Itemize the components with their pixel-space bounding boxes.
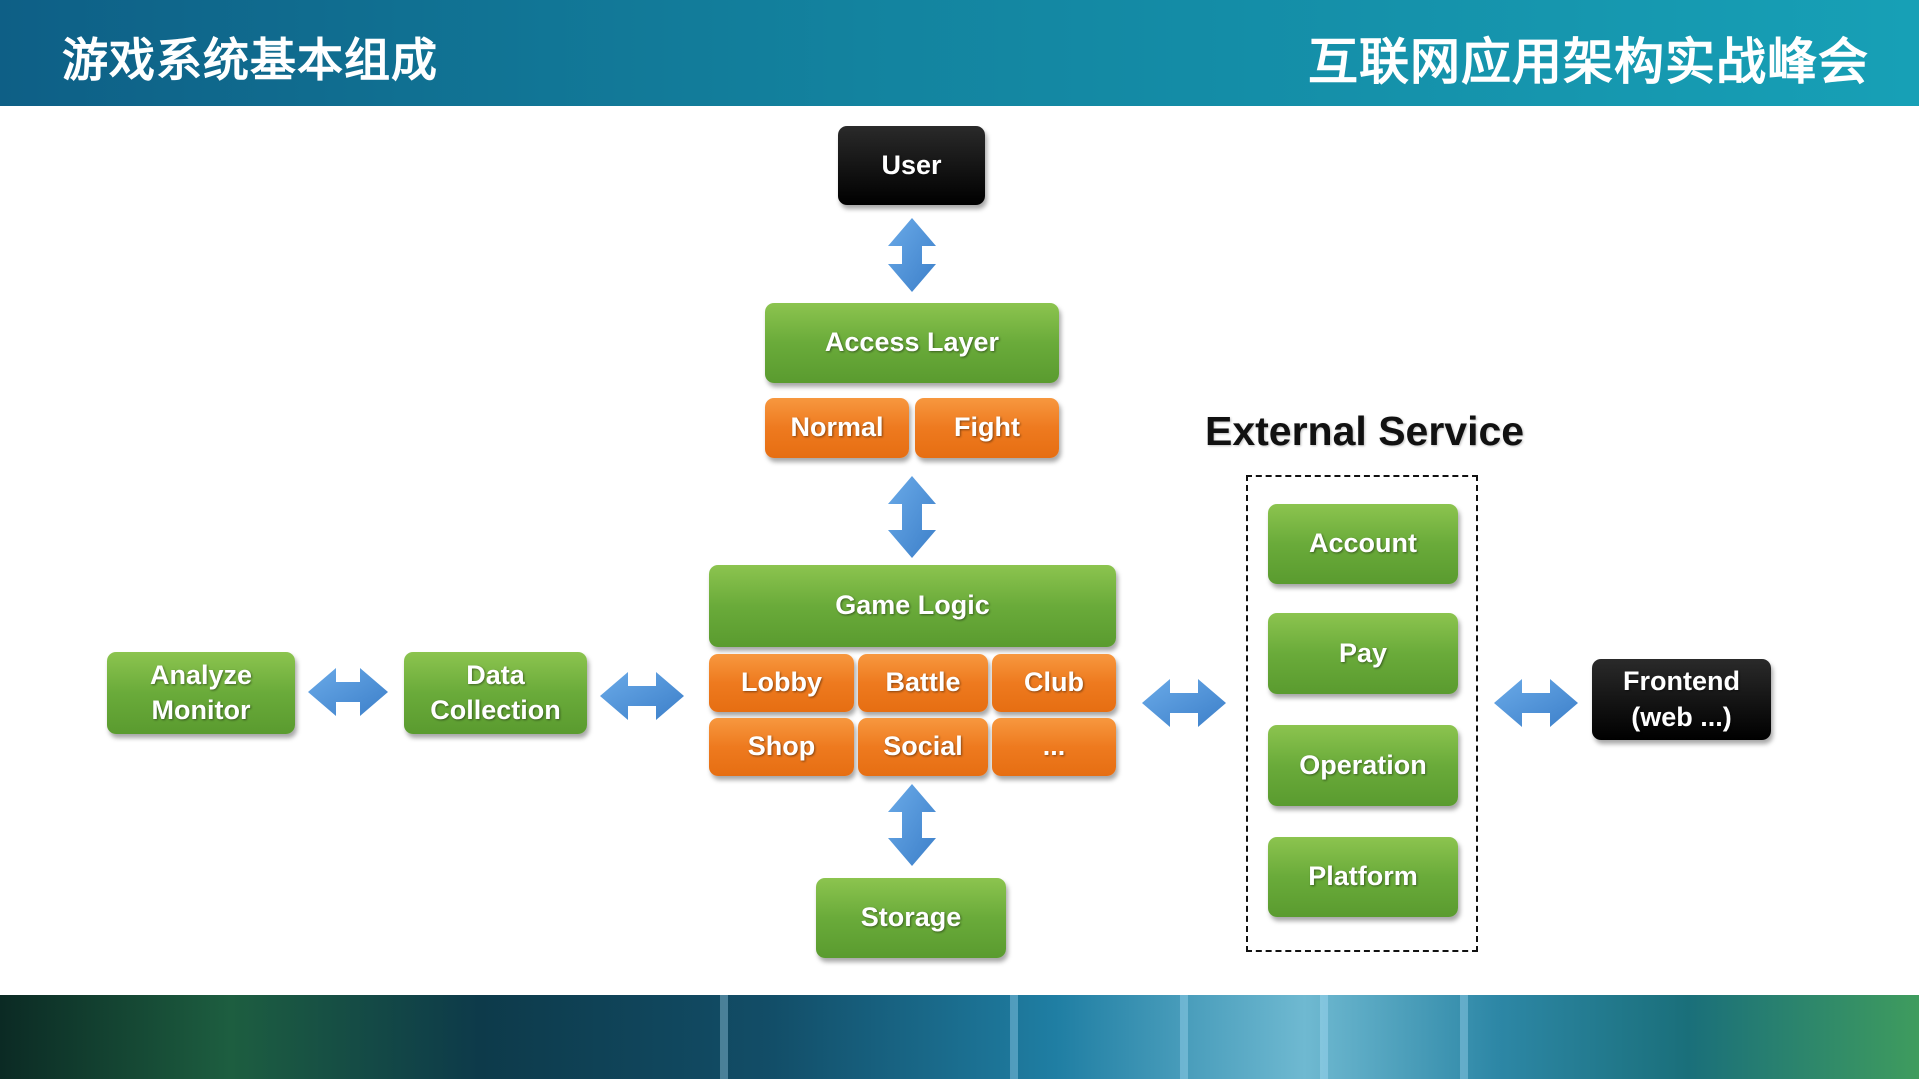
header-banner: 游戏系统基本组成 互联网应用架构实战峰会 xyxy=(0,0,1919,106)
conference-brand: 互联网应用架构实战峰会 xyxy=(1308,33,1869,91)
access-layer-node: Access Layer xyxy=(765,303,1059,383)
external-operation-node: Operation xyxy=(1268,725,1458,806)
storage-node: Storage xyxy=(816,878,1006,958)
arrow-user-access xyxy=(888,218,936,292)
footer-cityscape-banner xyxy=(0,995,1919,1079)
arrow-gamelogic-storage xyxy=(888,784,936,866)
game-module-social: Social xyxy=(858,718,988,776)
analyze-monitor-node: Analyze Monitor xyxy=(107,652,295,734)
arrow-analyze-data xyxy=(308,668,388,716)
game-module-lobby: Lobby xyxy=(709,654,854,712)
frontend-node: Frontend (web ...) xyxy=(1592,659,1771,740)
access-module-fight: Fight xyxy=(915,398,1059,458)
external-service-group xyxy=(1246,475,1478,952)
arrow-external-frontend xyxy=(1494,679,1578,727)
arrow-access-gamelogic xyxy=(888,476,936,558)
game-module-more: ... xyxy=(992,718,1116,776)
data-collection-node: Data Collection xyxy=(404,652,587,734)
game-module-battle: Battle xyxy=(858,654,988,712)
access-module-normal: Normal xyxy=(765,398,909,458)
game-module-club: Club xyxy=(992,654,1116,712)
slide-title: 游戏系统基本组成 xyxy=(62,33,438,87)
external-account-node: Account xyxy=(1268,504,1458,584)
game-module-shop: Shop xyxy=(709,718,854,776)
game-logic-node: Game Logic xyxy=(709,565,1116,647)
arrow-gamelogic-external xyxy=(1142,679,1226,727)
arrow-data-gamelogic xyxy=(600,672,684,720)
external-service-title: External Service xyxy=(1205,408,1525,454)
external-pay-node: Pay xyxy=(1268,613,1458,694)
user-node: User xyxy=(838,126,985,205)
external-platform-node: Platform xyxy=(1268,837,1458,917)
